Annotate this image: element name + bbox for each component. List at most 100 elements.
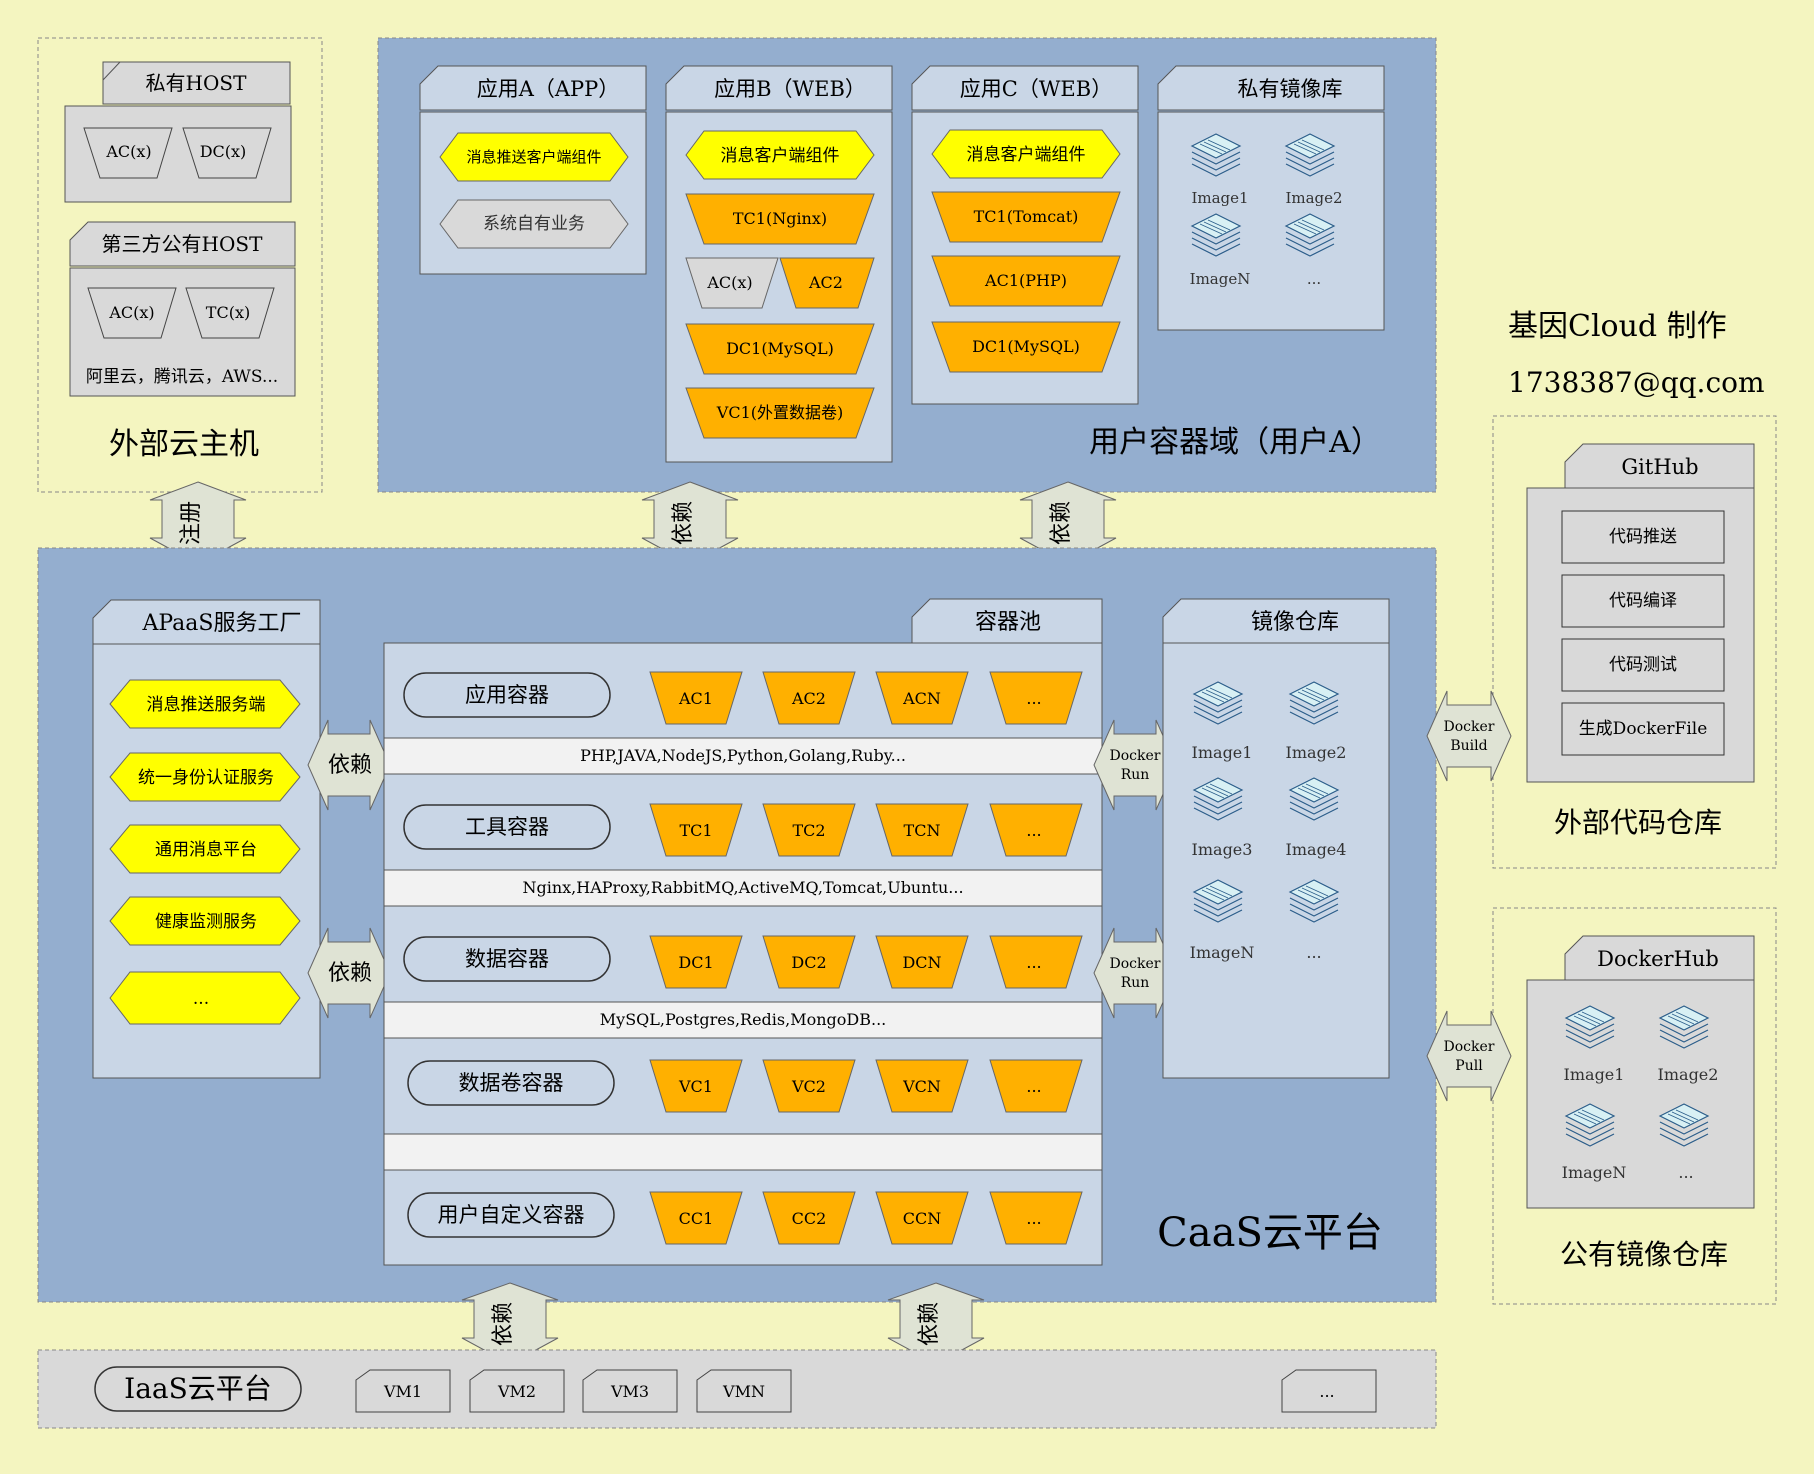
pool-stack-bar: [383, 869, 1103, 907]
pool-container: [989, 803, 1083, 857]
private-registry-image-label: ...: [1307, 270, 1321, 288]
public-host-tab: [69, 221, 296, 267]
app-c-dc-label: DC1(MySQL): [972, 337, 1080, 356]
github-step-label: 代码测试: [1609, 655, 1677, 675]
vm-label: VM2: [497, 1382, 536, 1401]
pool-container-label: DC1: [678, 953, 713, 972]
pool-container-label: CC2: [792, 1209, 827, 1228]
app-b-tc-label: TC1(Nginx): [733, 209, 827, 228]
depend-arrow-iaas-2: 依赖: [887, 1282, 985, 1365]
app-b-ac2: [779, 257, 875, 309]
dockerhub-image-label: ImageN: [1562, 1163, 1627, 1182]
pool-container-label: TC2: [792, 821, 825, 840]
public-host-tc: [185, 287, 275, 339]
app-b-vc-label: VC1(外置数据卷): [716, 403, 843, 422]
docker-build-label-2: Build: [1450, 738, 1487, 754]
app-b-client-label: 消息客户端组件: [721, 146, 840, 166]
docker-run-label-1: Docker: [1110, 748, 1161, 764]
app-c-tab: [911, 65, 1139, 111]
depend-arrow-apaas-2: 依赖: [307, 927, 391, 1019]
image-repo-image-label: ...: [1306, 943, 1321, 962]
image-repo-title: 镜像仓库: [1251, 610, 1339, 635]
docker-pull-arrow: Docker Pull: [1426, 1010, 1512, 1102]
pool-row-label-pill: [407, 1060, 615, 1106]
depend-arrow-label: 依赖: [328, 961, 372, 986]
vm-label: VMN: [722, 1382, 765, 1401]
pool-row-label: 工具容器: [465, 815, 549, 839]
dockerhub-body: [1526, 979, 1755, 1209]
vm-box: [1281, 1369, 1377, 1413]
vm-label: ...: [1319, 1382, 1334, 1401]
external-hosts-frame: [37, 37, 323, 493]
private-registry-body: [1157, 111, 1385, 331]
vm-label: VM3: [610, 1382, 649, 1401]
pool-container: [989, 1059, 1083, 1113]
pool-container: [649, 935, 743, 989]
register-arrow-label: 注册: [179, 501, 204, 545]
dockerhub-caption: 公有镜像仓库: [1560, 1238, 1728, 1271]
pool-stack-bar: [383, 1133, 1103, 1171]
docker-build-arrow: Docker Build: [1426, 690, 1512, 782]
pool-container-label: ...: [1026, 821, 1041, 840]
pool-container-label: TC1: [679, 821, 712, 840]
apaas-service: [109, 824, 301, 874]
private-registry-image-label: Image1: [1191, 189, 1248, 207]
depend-arrow-label: 依赖: [671, 501, 696, 545]
apaas-service-label: 通用消息平台: [155, 840, 257, 860]
image-repo-tab: [1162, 598, 1390, 644]
depend-arrow-label: 依赖: [328, 753, 372, 778]
github-group: GitHub 代码推送 代码编译 代码测试 生成DockerFile 外部代码仓…: [1492, 415, 1777, 869]
pool-container-label: ...: [1026, 1209, 1041, 1228]
pool-container: [989, 1191, 1083, 1245]
app-b-title: 应用B（WEB）: [714, 77, 866, 101]
depend-arrow-user-c: 依赖: [1019, 481, 1117, 565]
app-a-title: 应用A（APP）: [477, 77, 620, 101]
app-a-own-business-label: 系统自有业务: [483, 214, 585, 234]
app-b-dc: [685, 323, 875, 375]
apaas-service: [109, 896, 301, 946]
github-step-label: 代码编译: [1609, 591, 1677, 611]
pool-container-label: AC2: [791, 689, 826, 708]
pool-container: [649, 803, 743, 857]
vm-label: VM1: [383, 1382, 422, 1401]
apaas-service-label: ...: [193, 989, 209, 1009]
pool-row-label: 用户自定义容器: [438, 1203, 585, 1227]
pool-row-label: 应用容器: [465, 683, 549, 707]
app-b-ac-x-label: AC(x): [706, 273, 752, 292]
pool-row-label: 数据容器: [465, 947, 549, 971]
app-c-tc: [931, 191, 1121, 243]
apaas-service-label: 统一身份认证服务: [138, 768, 274, 788]
pool-container: [875, 935, 969, 989]
pool-container-label: CCN: [903, 1209, 941, 1228]
pool-container-label: VC1: [678, 1077, 713, 1096]
author-line2: 1738387@qq.com: [1508, 366, 1765, 399]
depend-arrow-label: 依赖: [1049, 501, 1074, 545]
author-line1: 基因Cloud 制作: [1508, 309, 1727, 344]
apaas-service: [109, 752, 301, 802]
app-a-tab: [419, 65, 647, 111]
pool-row-label-pill: [403, 672, 611, 718]
external-hosts-caption: 外部云主机: [109, 427, 259, 462]
image-repo-image-label: ImageN: [1190, 943, 1255, 962]
depend-arrow-iaas-1: 依赖: [461, 1282, 559, 1365]
apaas-title: APaaS服务工厂: [141, 611, 301, 636]
docker-run-arrow-1: Docker Run: [1093, 719, 1177, 811]
docker-run-label-2: Run: [1121, 975, 1150, 991]
pool-container-label: CC1: [679, 1209, 714, 1228]
dockerhub-frame: [1492, 907, 1777, 1305]
apaas-service: [109, 971, 301, 1025]
app-c-ac: [931, 255, 1121, 307]
pool-stack-bar-label: Nginx,HAProxy,RabbitMQ,ActiveMQ,Tomcat,U…: [522, 878, 963, 897]
public-host-tc-label: TC(x): [206, 303, 250, 322]
public-host-ac: [87, 287, 177, 339]
dockerhub-group: DockerHub Image1 Image2 ImageN ... 公有镜像仓…: [1492, 907, 1777, 1305]
public-host-ac-label: AC(x): [108, 303, 154, 322]
dockerhub-title: DockerHub: [1597, 947, 1719, 971]
github-step: [1561, 574, 1725, 628]
caas-caption: CaaS云平台: [1157, 1210, 1383, 1256]
container-pool-tab: [911, 598, 1103, 644]
pool-row-label: 数据卷容器: [459, 1071, 564, 1095]
private-registry-tab: [1157, 65, 1385, 111]
github-caption: 外部代码仓库: [1554, 806, 1722, 839]
app-c-client: [931, 129, 1121, 179]
